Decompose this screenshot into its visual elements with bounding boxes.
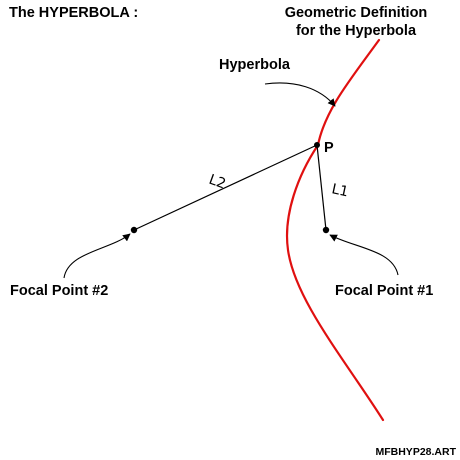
- point-p-label: P: [324, 140, 334, 156]
- focal-point-2-label: Focal Point #2: [10, 283, 108, 299]
- focal-point-1-dot: [322, 226, 330, 234]
- focal-point-1-label: Focal Point #1: [335, 283, 433, 299]
- l1-label: L1: [330, 181, 350, 200]
- hyperbola-label: Hyperbola: [219, 57, 291, 73]
- heading-line-1: Geometric Definition: [285, 5, 428, 21]
- focal-point-2-dot: [130, 226, 138, 234]
- file-name: MFBHYP28.ART: [375, 446, 456, 458]
- line-l1: [316, 144, 327, 231]
- hyperbola-curve: [286, 38, 385, 422]
- diagram-title: The HYPERBOLA :: [9, 5, 138, 21]
- hyperbola-pointer-arrow: [264, 82, 336, 107]
- heading-line-2: for the Hyperbola: [296, 23, 417, 39]
- focal-point-2-arrow: [63, 233, 131, 279]
- line-l2: [133, 144, 318, 231]
- focal-point-1-arrow: [329, 234, 399, 276]
- point-p-dot: [314, 142, 320, 148]
- l2-label: L2: [207, 172, 228, 193]
